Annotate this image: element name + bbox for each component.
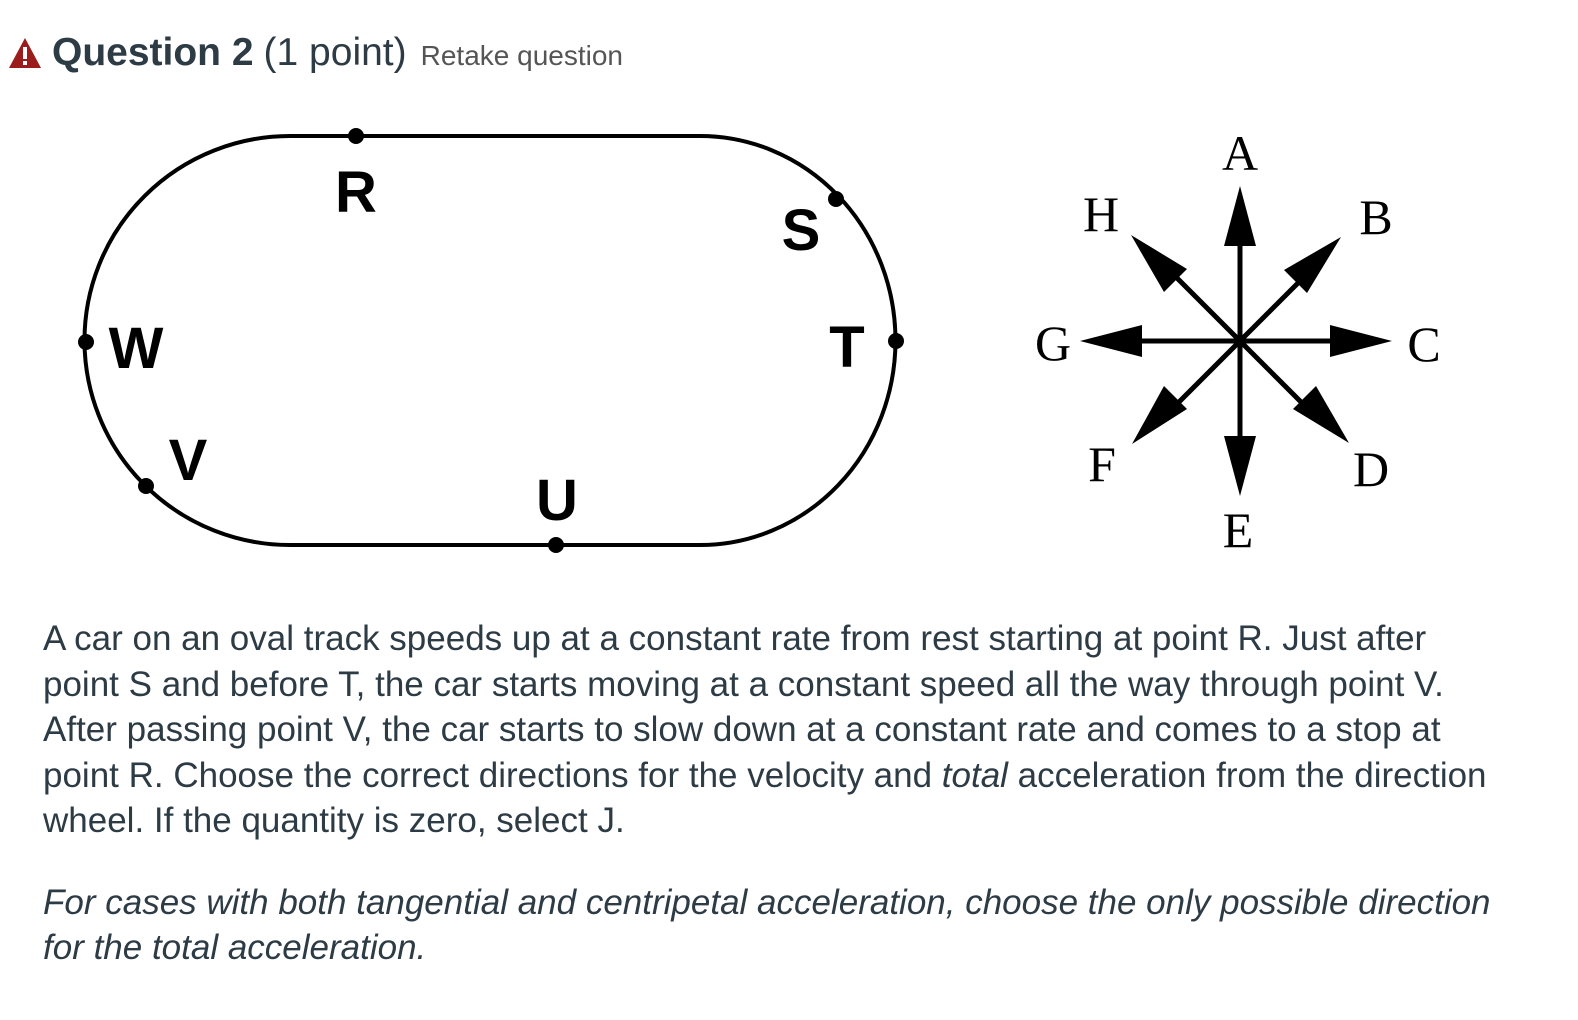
oval-track: R S T U V W — [78, 128, 904, 553]
arrow-f-head — [1132, 386, 1187, 444]
track-point-w-dot — [78, 334, 94, 350]
question-header: Question 2 (1 point) Retake question — [8, 28, 623, 78]
wheel-label-c: C — [1407, 316, 1440, 372]
question-title: Question 2 — [52, 31, 254, 74]
arrow-a-head — [1224, 186, 1256, 246]
wheel-label-a: A — [1222, 125, 1258, 181]
arrow-e-head — [1224, 436, 1256, 496]
track-point-u-dot — [548, 537, 564, 553]
track-point-s-dot — [828, 191, 844, 207]
wheel-label-e: E — [1223, 502, 1254, 558]
track-label-s: S — [782, 198, 821, 263]
track-point-r-dot — [348, 128, 364, 144]
question-text-tail: acceleration from the direction wheel. I… — [43, 755, 1487, 841]
arrow-d-head — [1293, 386, 1349, 443]
track-label-r: R — [335, 160, 377, 225]
wheel-label-g: G — [1035, 315, 1071, 371]
track-label-t: T — [829, 315, 864, 380]
track-label-u: U — [536, 468, 578, 533]
arrow-c-head — [1330, 325, 1392, 357]
track-label-w: W — [109, 316, 164, 381]
track-label-v: V — [169, 428, 208, 493]
track-point-t-dot — [888, 333, 904, 349]
arrow-h-shaft — [1172, 273, 1242, 343]
question-note: For cases with both tangential and centr… — [43, 882, 1491, 968]
question-points: (1 point) — [263, 31, 407, 74]
wheel-label-b: B — [1359, 189, 1392, 245]
arrow-d-shaft — [1238, 339, 1308, 409]
track-point-v-dot — [138, 478, 154, 494]
wheel-label-d: D — [1353, 441, 1389, 497]
wheel-label-h: H — [1083, 186, 1119, 242]
arrow-h-head — [1131, 235, 1187, 292]
question-text: A car on an oval track speeds up at a co… — [43, 619, 1444, 795]
direction-wheel: A B C D E F G H — [1035, 125, 1441, 558]
arrow-g-head — [1080, 325, 1142, 357]
retake-question-link[interactable]: Retake question — [420, 40, 623, 71]
warning-icon — [9, 38, 41, 68]
arrow-b-head — [1284, 237, 1341, 293]
question-figure: R S T U V W A B C D E — [78, 125, 1441, 558]
wheel-label-f: F — [1088, 436, 1116, 492]
question-body: A car on an oval track speeds up at a co… — [43, 616, 1503, 971]
arrow-f-shaft — [1172, 339, 1242, 409]
question-paragraph: A car on an oval track speeds up at a co… — [43, 616, 1503, 844]
arrow-b-shaft — [1238, 273, 1308, 343]
question-text-emphasis: total — [941, 755, 1008, 795]
